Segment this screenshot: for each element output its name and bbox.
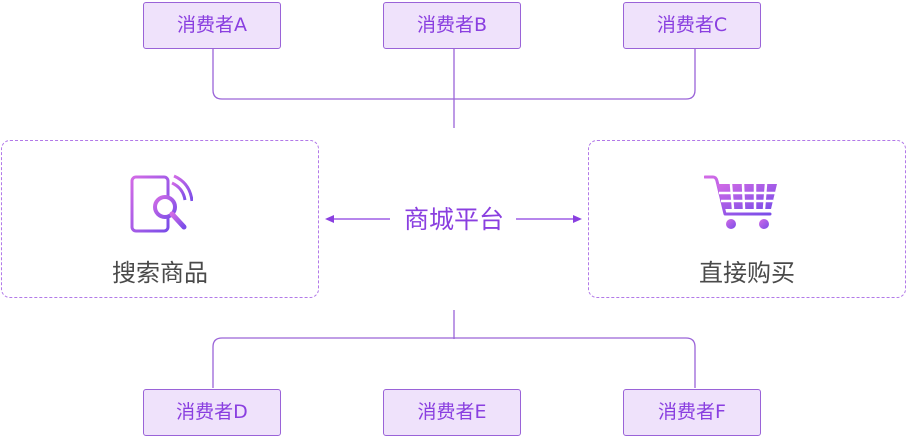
direct-purchase-label: 直接购买 [699,259,795,287]
search-product-panel: 搜索商品 [1,140,319,298]
consumer-b-box: 消费者B [383,2,521,49]
consumer-f-box: 消费者F [623,389,761,436]
consumer-e-box: 消费者E [383,389,521,436]
shopping-cart-icon [703,174,780,236]
search-product-phone-icon [129,173,194,239]
top-connector-tree [212,49,696,128]
mall-platform-label: 商城平台 [403,205,504,234]
right-arrow [516,215,582,223]
consumer-d-box: 消费者D [143,389,281,436]
left-arrow [325,215,390,223]
direct-purchase-panel: 直接购买 [588,140,906,298]
consumer-c-box: 消费者C [623,2,761,49]
search-product-label: 搜索商品 [112,259,208,287]
consumer-a-box: 消费者A [143,2,281,49]
bottom-connector-tree [212,310,696,388]
